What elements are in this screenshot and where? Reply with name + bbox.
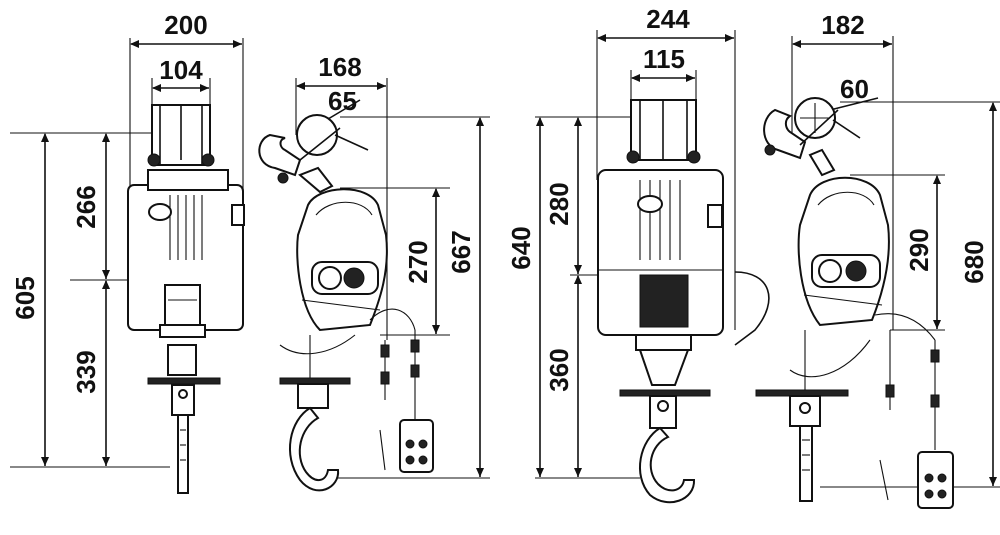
dim-right-overall-width: 244 (646, 4, 690, 34)
dim-right-hook-frame-width: 115 (643, 44, 685, 74)
dim-right-side-width: 182 (821, 10, 864, 40)
left-front-view: 200 104 605 266 339 (10, 10, 245, 494)
left-side-view: 168 65 270 667 (258, 52, 490, 492)
dim-right-hook-angle: 60 (840, 74, 869, 104)
dim-left-hook-frame-width: 104 (159, 55, 203, 85)
dim-right-side-total-height: 680 (959, 240, 989, 283)
right-front-view: 244 115 640 280 360 (506, 4, 770, 504)
dim-left-side-total-height: 667 (446, 230, 476, 273)
dim-left-upper-height: 266 (71, 185, 101, 228)
dim-left-side-upper-height: 270 (403, 240, 433, 283)
dim-left-lower-height: 339 (71, 350, 101, 393)
dim-right-side-upper-height: 290 (904, 228, 934, 271)
dim-left-hook-angle: 65 (328, 86, 357, 116)
dim-left-total-height: 605 (10, 276, 40, 319)
dim-left-overall-width: 200 (164, 10, 207, 40)
dim-right-total-height: 640 (506, 226, 536, 269)
dim-left-side-width: 168 (318, 52, 361, 82)
dim-right-lower-height: 360 (544, 348, 574, 391)
right-side-view: 182 60 290 680 (755, 10, 1000, 509)
dim-right-upper-height: 280 (544, 182, 574, 225)
